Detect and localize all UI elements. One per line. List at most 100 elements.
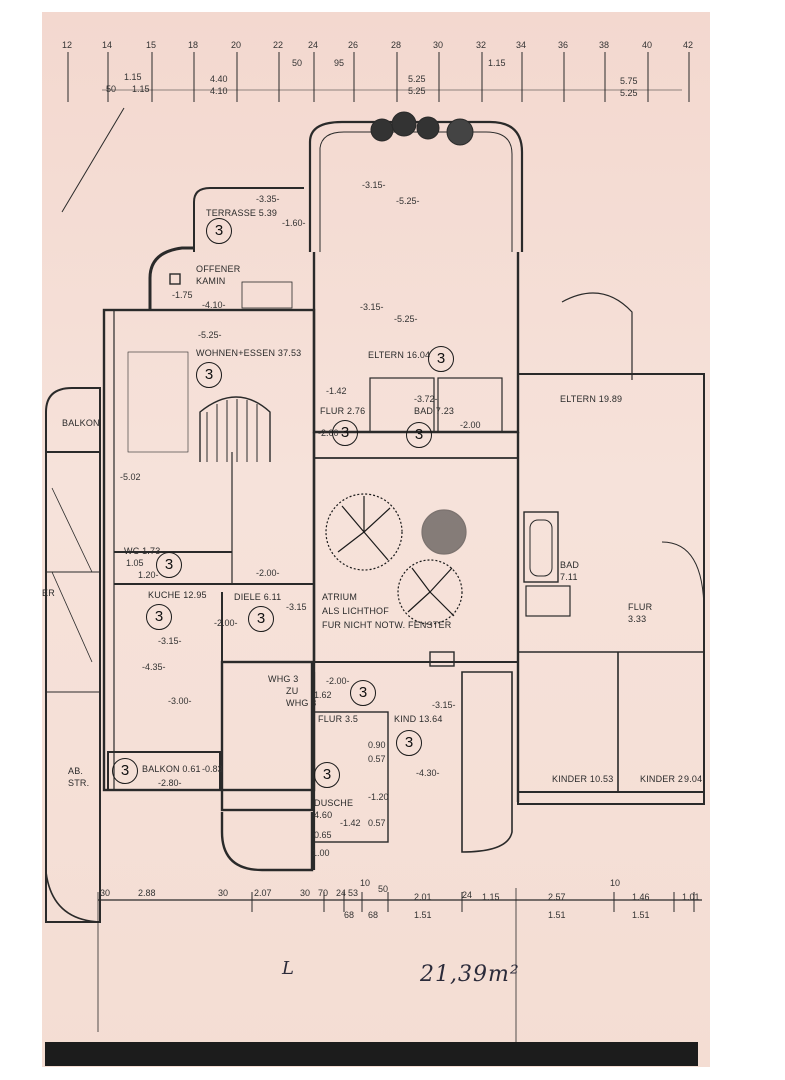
dimension: 1.46 [632, 892, 650, 902]
scan-bottom-edge [45, 1042, 698, 1066]
grid-number: 42 [683, 40, 694, 50]
dimension: -5.02 [120, 472, 141, 482]
grid-number: 14 [102, 40, 113, 50]
dimension: 30 [100, 888, 111, 898]
handwritten-mark: L [282, 958, 295, 979]
dimension: -2.00- [256, 568, 280, 578]
grid-number: 36 [558, 40, 569, 50]
room-flur-top: FLUR 2.76 [320, 406, 366, 416]
room-balkon-left: BALKON [62, 418, 100, 428]
dimension: -1.20 [368, 792, 389, 802]
grid-number: 24 [308, 40, 319, 50]
dimension: -3.72- [414, 394, 438, 404]
room-bad-right: BAD [560, 560, 580, 570]
room-terrasse: TERRASSE 5.39 [206, 208, 278, 218]
dimension: 5.25 [408, 74, 426, 84]
unit-badge: 3 [156, 552, 182, 578]
dimension: -5.25- [396, 196, 420, 206]
grid-number: 12 [62, 40, 73, 50]
dimension: 2.88 [138, 888, 156, 898]
floor-plan-sheet: 12 14 15 18 20 22 24 26 28 30 32 34 36 3… [42, 12, 710, 1067]
dimension: 2.57 [548, 892, 566, 902]
unit-badge: 3 [248, 606, 274, 632]
dimension: -3.15- [362, 180, 386, 190]
dimension: -2.00 [460, 420, 481, 430]
dimension: 50 [106, 84, 117, 94]
dimension: 1.15 [132, 84, 150, 94]
unit-badge: 3 [332, 420, 358, 446]
dimension: -3.15 [286, 602, 307, 612]
dimension: -3.15- [360, 302, 384, 312]
dimension: 1.15 [488, 58, 506, 68]
grid-number: 38 [599, 40, 610, 50]
dimension: 68 [344, 910, 355, 920]
dimension: -5.25- [394, 314, 418, 324]
dimension: -1.75 [172, 290, 193, 300]
dimension: -1.60- [282, 218, 306, 228]
room-whg-line2: ZU [286, 686, 299, 696]
dimension: 1.01 [682, 892, 700, 902]
dimension: -0.83 [202, 764, 223, 774]
room-atrium-line1: ATRIUM [322, 592, 358, 602]
dimension: 30 [300, 888, 311, 898]
grid-number: 18 [188, 40, 199, 50]
dimension: 1.20- [138, 570, 159, 580]
dimension: 1.51 [632, 910, 650, 920]
room-eltern-right: ELTERN 19.89 [560, 394, 623, 404]
dimension: -5.25- [198, 330, 222, 340]
unit-badge: 3 [428, 346, 454, 372]
dimension: 50 [378, 884, 389, 894]
room-dusche: DUSCHE [314, 798, 354, 808]
dimension: 1.51 [414, 910, 432, 920]
dimension: 1.51 [548, 910, 566, 920]
room-atrium-line2: ALS LICHTHOF [322, 606, 389, 616]
grid-number: 30 [433, 40, 444, 50]
room-whg-line3: WHG 3 [286, 698, 317, 708]
room-bad-top: BAD 7.23 [414, 406, 455, 416]
room-kind: KIND 13.64 [394, 714, 443, 724]
dimension: 68 [368, 910, 379, 920]
room-flur-right-area: 3.33 [628, 614, 647, 624]
dimension: 1.62 [314, 690, 332, 700]
room-kamin-line1: OFFENER [196, 264, 241, 274]
grid-number: 34 [516, 40, 527, 50]
room-kinder1: KINDER 10.53 [552, 774, 614, 784]
grid-number: 32 [476, 40, 487, 50]
grid-number: 40 [642, 40, 653, 50]
room-flur-bottom: FLUR 3.5 [318, 714, 359, 724]
dimension: 1.15 [124, 72, 142, 82]
dimension: -1.42 [326, 386, 347, 396]
dimension: 5.25 [408, 86, 426, 96]
room-ab-str-line1: AB. [68, 766, 84, 776]
dimension: 24 [336, 888, 347, 898]
room-ab-str-line2: STR. [68, 778, 90, 788]
unit-badge: 3 [146, 604, 172, 630]
dimension: 2.07 [254, 888, 272, 898]
room-kamin-line2: KAMIN [196, 276, 226, 286]
dimension: -3.15- [432, 700, 456, 710]
grid-number: 26 [348, 40, 359, 50]
dimension: -4.10- [202, 300, 226, 310]
dimension: 95 [334, 58, 345, 68]
dimension: 50 [292, 58, 303, 68]
room-balkon-bottom: BALKON 0.61 [142, 764, 201, 774]
dimension: -3.15- [158, 636, 182, 646]
dimension: 1.05 [126, 558, 144, 568]
unit-badge: 3 [112, 758, 138, 784]
floor-plan-drawing [45, 52, 705, 1042]
dimension: 10 [360, 878, 371, 888]
room-bad-right-area: 7.11 [560, 572, 578, 582]
room-eltern: ELTERN 16.04 [368, 350, 431, 360]
unit-badge: 3 [314, 762, 340, 788]
dimension: 10 [610, 878, 621, 888]
unit-badge: 3 [350, 680, 376, 706]
room-dusche-area: 4.60 [314, 810, 333, 820]
dimension: -1.42 [340, 818, 361, 828]
unit-badge: 3 [206, 218, 232, 244]
room-whg-line1: WHG 3 [268, 674, 299, 684]
grid-number: 20 [231, 40, 242, 50]
dimension: 0.57 [368, 754, 386, 764]
dimension: 4.10 [210, 86, 228, 96]
dimension: 0.65 [314, 830, 332, 840]
dimension: 30 [218, 888, 229, 898]
